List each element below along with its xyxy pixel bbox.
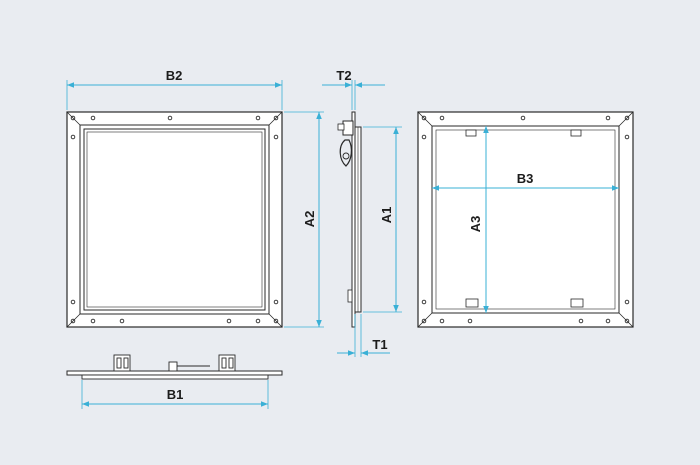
front-corner-miter bbox=[268, 111, 283, 126]
dim-label-t2: T2 bbox=[336, 68, 351, 83]
side-view bbox=[337, 111, 362, 328]
safety-hook bbox=[339, 139, 352, 167]
dim-label-t1: T1 bbox=[372, 337, 387, 352]
plan-hinge-block bbox=[168, 361, 178, 372]
front-view bbox=[66, 111, 283, 328]
dimension-t1: T1 bbox=[337, 314, 390, 357]
front-door-inner-edge bbox=[86, 131, 263, 308]
dim-label-a1: A1 bbox=[379, 207, 394, 224]
plan-right-bracket bbox=[218, 354, 236, 372]
side-hinge-pin bbox=[337, 123, 345, 131]
dim-label-b1: B1 bbox=[167, 387, 184, 402]
dim-label-b3: B3 bbox=[517, 171, 534, 186]
side-hinge-block bbox=[342, 120, 354, 136]
back-screw-holes bbox=[421, 115, 630, 324]
front-screw-holes bbox=[70, 115, 279, 324]
plan-flange bbox=[66, 370, 283, 376]
dimension-b3: B3 bbox=[432, 171, 619, 191]
back-opening-inner bbox=[435, 129, 616, 310]
back-corner-miter bbox=[417, 111, 433, 127]
plan-view bbox=[66, 354, 283, 380]
back-top-clip bbox=[570, 129, 582, 137]
side-lower-latch bbox=[347, 289, 353, 303]
dim-label-a3: A3 bbox=[468, 216, 483, 233]
dim-label-a2: A2 bbox=[302, 211, 317, 228]
back-opening bbox=[431, 125, 620, 314]
dimension-a2: A2 bbox=[284, 111, 324, 328]
back-bottom-clip bbox=[465, 298, 479, 308]
front-corner-miter bbox=[268, 313, 283, 328]
plan-left-bracket bbox=[113, 354, 131, 372]
dimension-t2: T2 bbox=[322, 68, 385, 110]
dim-label-b2: B2 bbox=[166, 68, 183, 83]
back-corner-miter bbox=[417, 312, 433, 328]
back-view bbox=[417, 111, 634, 328]
back-corner-miter bbox=[618, 312, 634, 328]
dimension-b2: B2 bbox=[66, 68, 283, 110]
back-bottom-clip bbox=[570, 298, 584, 308]
back-top-clip bbox=[465, 129, 477, 137]
dimension-a1: A1 bbox=[363, 126, 402, 313]
plan-body bbox=[81, 374, 269, 380]
front-corner-miter bbox=[66, 111, 81, 126]
front-corner-miter bbox=[66, 313, 81, 328]
safety-hook-eye bbox=[342, 152, 350, 160]
front-door-panel bbox=[83, 128, 266, 311]
back-corner-miter bbox=[618, 111, 634, 127]
dimension-a3: A3 bbox=[468, 126, 489, 313]
dimension-b1: B1 bbox=[81, 380, 269, 409]
